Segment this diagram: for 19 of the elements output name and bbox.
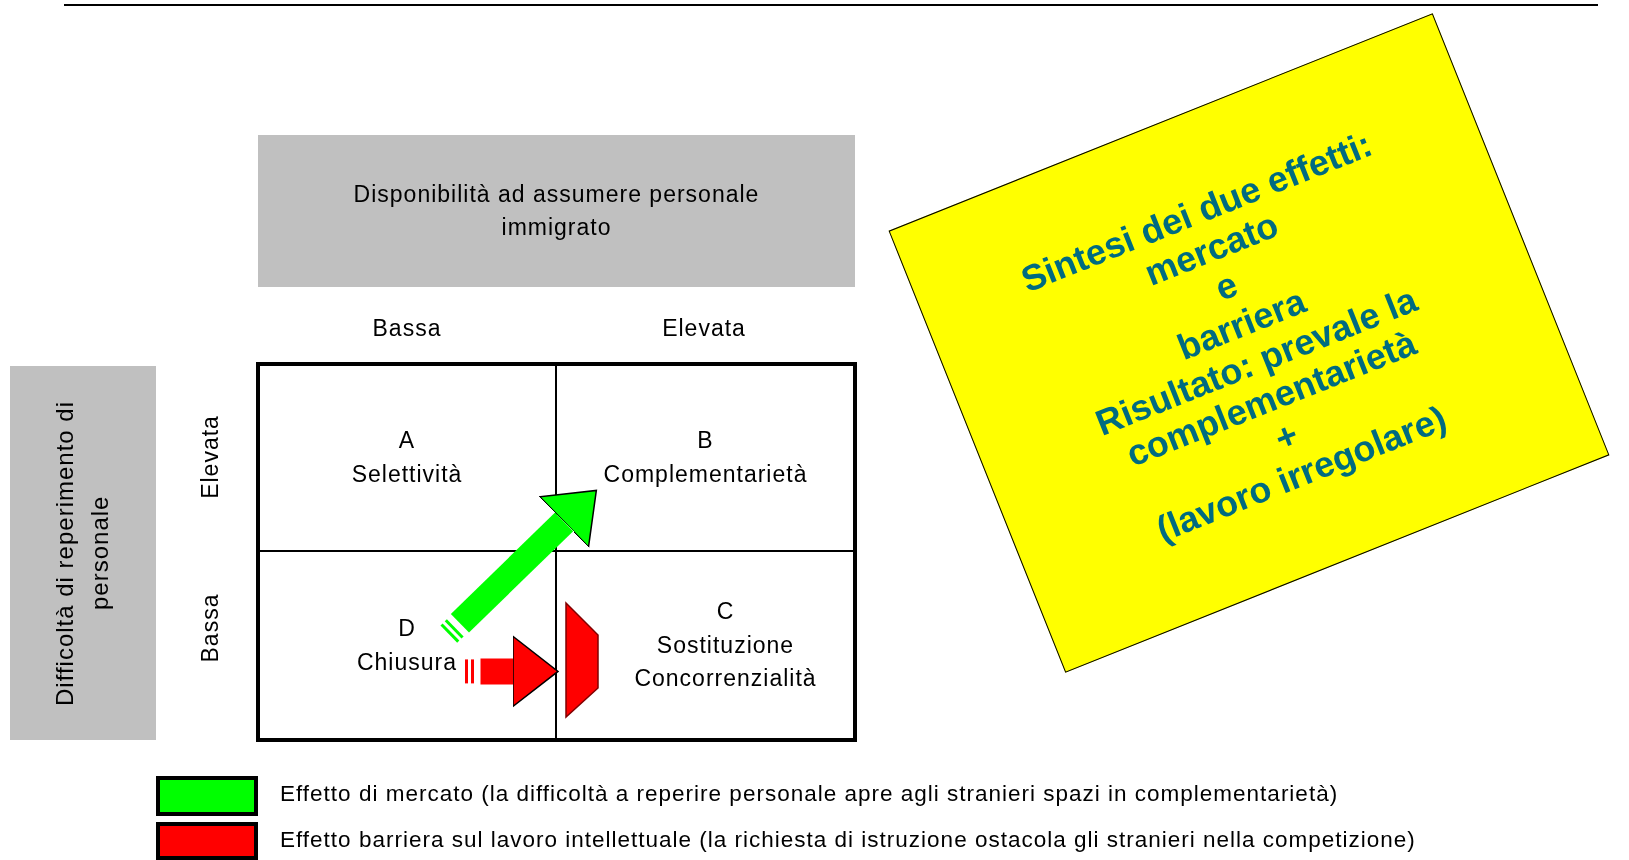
cell-label: Concorrenzialità bbox=[634, 664, 817, 694]
cell-letter: B bbox=[697, 426, 714, 456]
column-label: Bassa bbox=[372, 314, 442, 344]
cell-letter: D bbox=[398, 614, 416, 644]
cell-label: Chiusura bbox=[356, 647, 457, 677]
cell-label: Sostituzione bbox=[656, 630, 795, 660]
legend-text: Effetto di mercato (la difficoltà a reperire personale apre agli stranieri spazi in complementarietà) bbox=[280, 780, 1339, 808]
axis-title-box bbox=[10, 366, 156, 740]
header-text: Disponibilità ad assumere personale immigrato bbox=[352, 179, 761, 242]
header-box bbox=[258, 135, 855, 287]
cell-label: Selettività bbox=[351, 459, 463, 489]
column-label: Elevata bbox=[662, 314, 746, 344]
legend-text: Effetto barriera sul lavoro intellettuale (la richiesta di istruzione ostacola gli stranieri nella competizione) bbox=[280, 826, 1416, 854]
row-label: Bassa bbox=[196, 593, 225, 663]
axis-title: Difficoltà di reperimento di personale bbox=[50, 399, 114, 708]
cell-letter: A bbox=[398, 426, 416, 456]
cell-letter: C bbox=[716, 597, 735, 627]
row-label: Elevata bbox=[196, 415, 225, 499]
cell-label: Complementarietà bbox=[603, 459, 808, 489]
